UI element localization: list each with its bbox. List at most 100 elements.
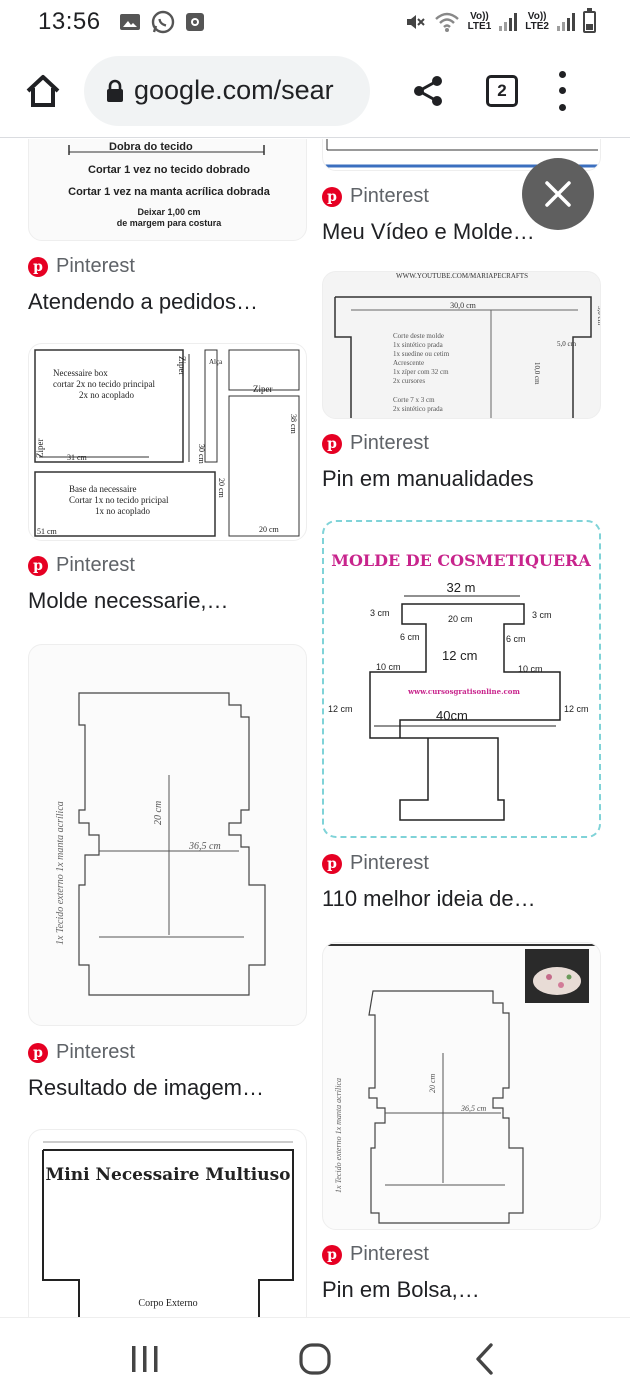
- pinterest-icon: p: [322, 853, 342, 874]
- result-title[interactable]: Pin em manualidades: [322, 466, 534, 491]
- signal-bars-2-icon: [557, 13, 575, 31]
- svg-text:MOLDE DE COSMETIQUERA: MOLDE DE COSMETIQUERA: [331, 551, 591, 570]
- result-source: p Pinterest: [322, 432, 429, 455]
- url-text: google.com/sear: [134, 75, 334, 105]
- system-status-icons: Vo))LTE1 Vo))LTE2: [404, 8, 596, 33]
- result-source: p Pinterest: [322, 852, 429, 875]
- pinterest-icon: p: [28, 555, 48, 576]
- svg-text:Ziper: Ziper: [253, 384, 273, 394]
- svg-text:20 cm: 20 cm: [428, 1073, 437, 1093]
- svg-text:Necessaire box: Necessaire box: [53, 368, 108, 378]
- svg-text:1x Tecido externo 1x manta acr: 1x Tecido externo 1x manta acrílica: [55, 801, 66, 945]
- pinterest-icon: p: [322, 433, 342, 454]
- svg-text:12 cm: 12 cm: [442, 648, 477, 663]
- result-title[interactable]: 110 melhor ideia de…: [322, 886, 536, 911]
- svg-text:36,5 cm: 36,5 cm: [460, 1104, 487, 1113]
- svg-text:5,0 cm: 5,0 cm: [596, 306, 601, 326]
- home-circle-icon: [299, 1343, 331, 1375]
- pinterest-icon: p: [322, 186, 342, 207]
- home-button[interactable]: [20, 68, 66, 114]
- result-thumbnail[interactable]: WWW.YOUTUBE.COM/MARIAPECRAFTS 30,0 cm 5,…: [322, 271, 601, 419]
- gallery-icon: [119, 14, 140, 30]
- battery-icon: [583, 8, 596, 33]
- lock-icon: [107, 79, 123, 102]
- svg-text:20 cm: 20 cm: [217, 478, 226, 499]
- signal-bars-1-icon: [499, 13, 518, 31]
- svg-text:6 cm: 6 cm: [506, 634, 526, 644]
- result-thumbnail[interactable]: [322, 139, 601, 171]
- result-title[interactable]: Resultado de imagem…: [28, 1075, 265, 1100]
- svg-text:2x no acoplado: 2x no acoplado: [79, 390, 134, 400]
- svg-text:31 cm: 31 cm: [67, 453, 88, 462]
- thumb-label: Cortar 1 vez na manta acrílica dobrada: [68, 186, 271, 198]
- thumb-label: Cortar 1 vez no tecido dobrado: [88, 164, 250, 176]
- svg-text:Corte 7 x 3 cm: Corte 7 x 3 cm: [393, 396, 435, 404]
- thumb-label: Deixar 1,00 cm: [137, 207, 200, 217]
- result-source: p Pinterest: [28, 1041, 135, 1064]
- status-bar: 13:56 Vo))LTE1 Vo))LTE2: [0, 0, 630, 44]
- pinterest-icon: p: [322, 1244, 342, 1265]
- close-button[interactable]: [522, 158, 594, 230]
- svg-text:30,0 cm: 30,0 cm: [450, 301, 477, 310]
- svg-text:12 cm: 12 cm: [328, 704, 353, 714]
- image-results-grid: Dobra do tecido Cortar 1 vez no tecido d…: [0, 139, 630, 1317]
- svg-text:2x sintético prada: 2x sintético prada: [393, 405, 444, 413]
- svg-text:30 cm: 30 cm: [197, 444, 206, 465]
- result-title[interactable]: Molde necessarie,…: [28, 588, 229, 613]
- svg-text:Mini Necessaire Multiuso: Mini Necessaire Multiuso: [45, 1165, 290, 1185]
- svg-text:40cm: 40cm: [436, 708, 468, 723]
- svg-text:38 cm: 38 cm: [289, 414, 298, 435]
- svg-text:Corpo Externo: Corpo Externo: [138, 1298, 197, 1309]
- svg-text:12 cm: 12 cm: [564, 704, 589, 714]
- browser-toolbar: google.com/sear 2: [0, 44, 630, 138]
- address-bar[interactable]: google.com/sear: [84, 55, 370, 126]
- svg-text:Acrescente: Acrescente: [393, 359, 424, 367]
- svg-text:3 cm: 3 cm: [532, 610, 552, 620]
- share-icon: [414, 75, 442, 106]
- close-icon: [545, 181, 571, 207]
- svg-text:6 cm: 6 cm: [400, 632, 420, 642]
- result-title[interactable]: Atendendo a pedidos…: [28, 289, 258, 314]
- recent-apps-icon: [132, 1346, 158, 1372]
- svg-text:WWW.YOUTUBE.COM/MARIAPECRAFTS: WWW.YOUTUBE.COM/MARIAPECRAFTS: [396, 272, 528, 280]
- svg-text:1x sintético prada: 1x sintético prada: [393, 341, 444, 349]
- back-chevron-icon: [476, 1343, 493, 1375]
- system-nav-bar: [0, 1317, 630, 1400]
- svg-text:1x no acoplado: 1x no acoplado: [95, 506, 150, 516]
- svg-text:cortar 2x no tecido principal: cortar 2x no tecido principal: [53, 379, 155, 389]
- back-button[interactable]: [455, 1329, 515, 1389]
- result-thumbnail[interactable]: MOLDE DE COSMETIQUERA 32 m 3 cm 3 cm 20 …: [322, 520, 601, 838]
- svg-text:1x zíper com 32 cm: 1x zíper com 32 cm: [393, 368, 449, 376]
- svg-text:10,0 cm: 10,0 cm: [533, 362, 541, 385]
- svg-text:51 cm: 51 cm: [37, 527, 58, 536]
- home-nav-button[interactable]: [285, 1329, 345, 1389]
- result-thumbnail[interactable]: 36,5 cm 20 cm 1x Tecido externo 1x manta…: [322, 942, 601, 1230]
- svg-text:36,5 cm: 36,5 cm: [188, 841, 221, 852]
- result-thumbnail[interactable]: 36,5 cm 20 cm 1x Tecido externo 1x manta…: [28, 644, 307, 1026]
- result-thumbnail[interactable]: Necessaire box cortar 2x no tecido princ…: [28, 343, 307, 541]
- svg-text:20 cm: 20 cm: [153, 801, 164, 825]
- svg-text:Ziper: Ziper: [35, 439, 45, 459]
- pinterest-icon: p: [28, 1042, 48, 1063]
- svg-text:10 cm: 10 cm: [376, 662, 401, 672]
- svg-text:Corte deste molde: Corte deste molde: [393, 332, 444, 340]
- sim1-label: Vo))LTE1: [467, 11, 492, 32]
- result-title[interactable]: Pin em Bolsa,…: [322, 1277, 480, 1302]
- svg-text:20 cm: 20 cm: [259, 525, 280, 534]
- more-menu-button[interactable]: [556, 70, 568, 111]
- recent-apps-button[interactable]: [115, 1329, 175, 1389]
- svg-text:2x cursores: 2x cursores: [393, 377, 425, 385]
- result-source: p Pinterest: [322, 185, 429, 208]
- svg-text:Alça: Alça: [209, 358, 223, 366]
- result-thumbnail[interactable]: Dobra do tecido Cortar 1 vez no tecido d…: [28, 139, 307, 241]
- result-source: p Pinterest: [28, 554, 135, 577]
- result-thumbnail[interactable]: Mini Necessaire Multiuso Corpo Externo: [28, 1129, 307, 1317]
- svg-text:20 cm: 20 cm: [448, 614, 473, 624]
- svg-text:Base da necessaire: Base da necessaire: [69, 484, 136, 494]
- svg-text:www.cursosgratisonline.com: www.cursosgratisonline.com: [407, 687, 520, 696]
- svg-text:10 cm: 10 cm: [518, 664, 543, 674]
- share-button[interactable]: [408, 71, 448, 111]
- status-time: 13:56: [38, 8, 101, 35]
- result-title[interactable]: Meu Vídeo e Molde…: [322, 219, 535, 244]
- tab-switcher-button[interactable]: 2: [486, 74, 518, 107]
